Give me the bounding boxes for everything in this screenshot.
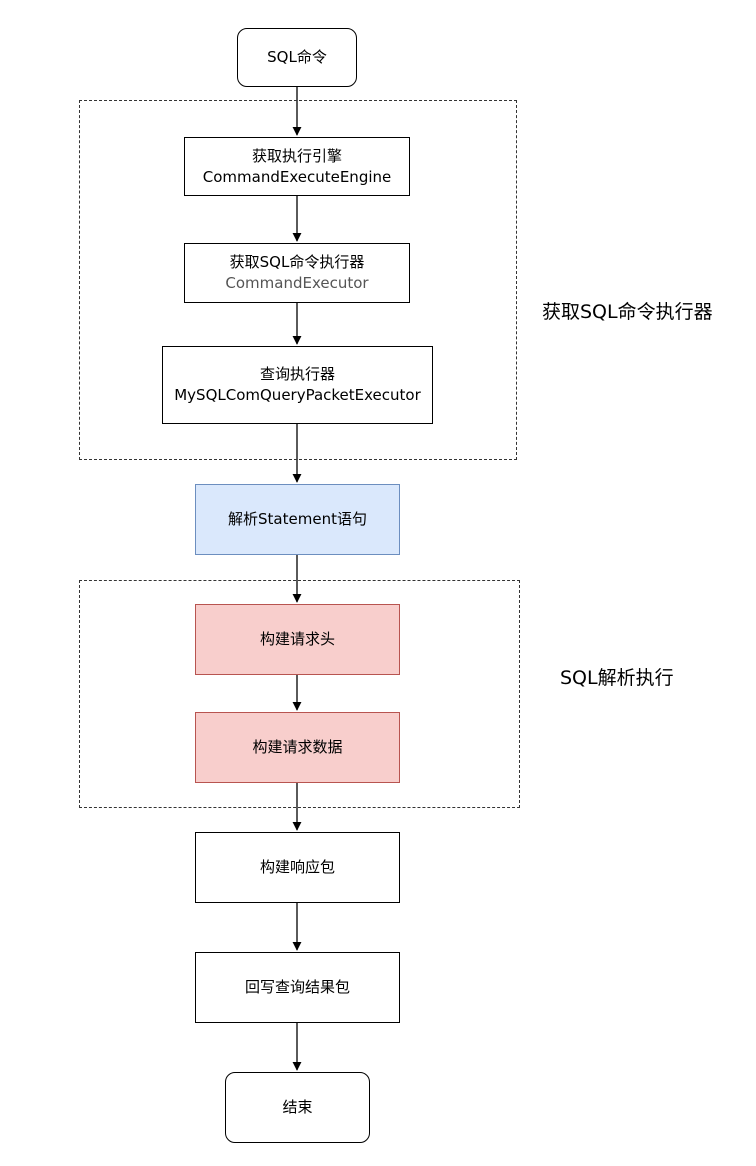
node-query-executor: 查询执行器 MySQLComQueryPacketExecutor xyxy=(162,346,433,424)
node-get-engine-subtitle: CommandExecuteEngine xyxy=(202,167,392,186)
node-get-engine: 获取执行引擎 CommandExecuteEngine xyxy=(184,137,410,196)
node-query-executor-title: 查询执行器 xyxy=(259,365,335,383)
group-label-sql-exec: SQL解析执行 xyxy=(560,667,674,689)
node-get-executor: 获取SQL命令执行器 CommandExecutor xyxy=(184,243,410,303)
node-start-label: SQL命令 xyxy=(267,48,327,66)
node-end-label: 结束 xyxy=(282,1098,313,1116)
group-get-executor xyxy=(79,100,517,460)
node-build-header: 构建请求头 xyxy=(195,604,400,675)
node-write-back: 回写查询结果包 xyxy=(195,952,400,1023)
node-build-data-label: 构建请求数据 xyxy=(252,738,343,756)
node-build-data: 构建请求数据 xyxy=(195,712,400,783)
node-get-executor-subtitle: CommandExecutor xyxy=(225,274,369,292)
node-get-executor-title: 获取SQL命令执行器 xyxy=(229,253,365,271)
node-parse-statement: 解析Statement语句 xyxy=(195,484,400,555)
node-build-response: 构建响应包 xyxy=(195,832,400,903)
node-parse-statement-label: 解析Statement语句 xyxy=(228,510,367,528)
group-label-get-executor: 获取SQL命令执行器 xyxy=(542,301,713,323)
node-end: 结束 xyxy=(225,1072,370,1143)
node-build-response-label: 构建响应包 xyxy=(259,858,335,876)
group-sql-exec xyxy=(79,580,520,808)
node-write-back-label: 回写查询结果包 xyxy=(244,978,350,996)
node-build-header-label: 构建请求头 xyxy=(259,630,335,648)
node-start: SQL命令 xyxy=(237,28,357,87)
node-query-executor-subtitle: MySQLComQueryPacketExecutor xyxy=(174,386,421,404)
node-get-engine-title: 获取执行引擎 xyxy=(251,146,342,165)
